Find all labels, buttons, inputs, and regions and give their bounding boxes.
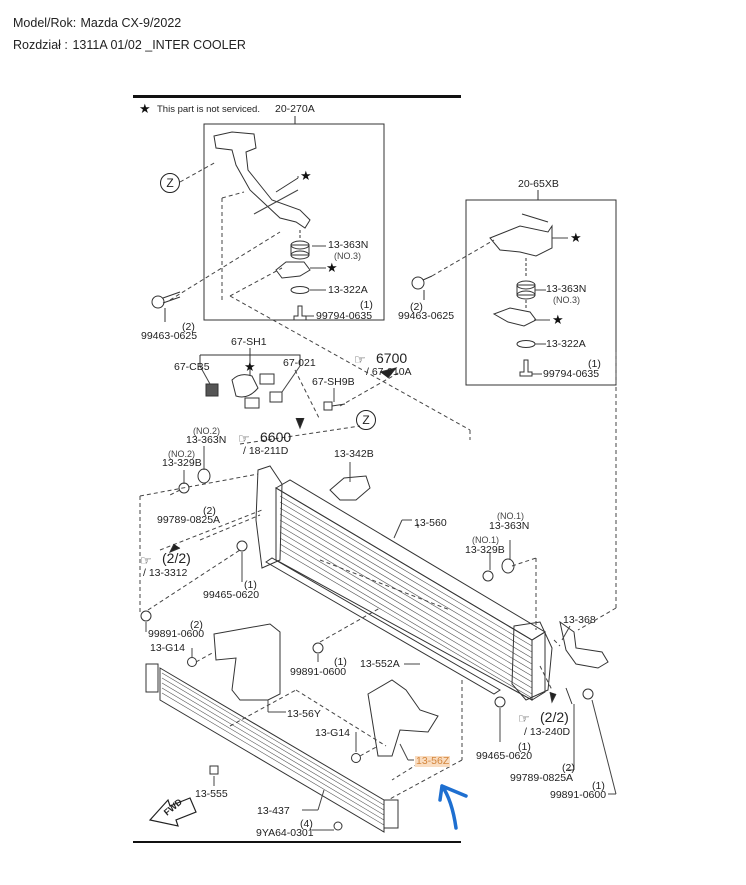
part-label-13-368[interactable]: 13-368 — [563, 614, 596, 626]
part-qty: (2) — [562, 762, 575, 774]
part-label-13-56Z-highlighted[interactable]: 13-56Z — [415, 755, 451, 767]
section-row: Rozdział : 1311A 01/02 _INTER COOLER — [13, 38, 246, 52]
part-label-13-342B[interactable]: 13-342B — [334, 448, 374, 460]
model-key: Model/Rok: — [13, 16, 77, 30]
part-note: (NO.2) — [193, 426, 220, 436]
part-qty: (1) — [592, 780, 605, 792]
part-qty: (4) — [300, 818, 313, 830]
part-label-13-437[interactable]: 13-437 — [257, 805, 290, 817]
part-label-13-363N[interactable]: 13-363N — [328, 239, 369, 251]
part-label-99891-0600[interactable]: 99891-0600 — [550, 789, 607, 801]
part-qty: (1) — [244, 579, 257, 591]
part-label-13-363N[interactable]: 13-363N — [546, 283, 587, 295]
part-label-13-G14[interactable]: 13-G14 — [315, 727, 351, 739]
part-label-99789-0825A[interactable]: 99789-0825A — [157, 514, 221, 526]
part-label-99463-0625[interactable]: 99463-0625 — [141, 330, 198, 342]
hand-pointer-icon: ☞ — [518, 711, 530, 726]
part-label-67-SH1[interactable]: 67-SH1 — [231, 336, 267, 348]
part-label-99463-0625[interactable]: 99463-0625 — [398, 310, 455, 322]
star-icon: ★ — [244, 359, 256, 374]
ref-13-3312[interactable]: / 13-3312 — [143, 567, 188, 579]
part-label-13-322A[interactable]: 13-322A — [546, 338, 586, 350]
part-label-13-329B[interactable]: 13-329B — [465, 544, 505, 556]
part-qty: (2) — [410, 301, 423, 313]
ref-6700-sub[interactable]: / 67-010A — [366, 366, 412, 378]
part-label-99794-0635[interactable]: 99794-0635 — [316, 310, 373, 322]
part-note: (NO.1) — [472, 535, 499, 545]
part-qty: (2) — [182, 321, 195, 333]
section-value: 1311A 01/02 _INTER COOLER — [72, 38, 246, 52]
part-label-99465-0620[interactable]: 99465-0620 — [203, 589, 260, 601]
duct-13-56Z — [367, 679, 439, 757]
part-label-67-021[interactable]: 67-021 — [283, 357, 316, 369]
zone-marker-z: Z — [356, 410, 376, 430]
fwd-arrow — [148, 797, 197, 827]
part-note: (NO.3) — [334, 251, 361, 261]
part-label-99465-0620[interactable]: 99465-0620 — [476, 750, 533, 762]
part-qty: (2) — [203, 505, 216, 517]
part-label-13-56Y[interactable]: 13-56Y — [287, 708, 321, 720]
bottom-rule — [133, 841, 461, 843]
part-qty: (1) — [588, 358, 601, 370]
part-note: (NO.2) — [168, 449, 195, 459]
highlight-arrow — [438, 784, 468, 830]
zone-marker-z: Z — [160, 173, 180, 193]
hand-pointer-icon: ☞ — [354, 352, 366, 367]
ref-6700[interactable]: 6700 — [376, 350, 408, 366]
part-label-99891-0600[interactable]: 99891-0600 — [148, 628, 205, 640]
part-note: (NO.3) — [553, 295, 580, 305]
model-year-row: Model/Rok: Mazda CX-9/2022 — [13, 16, 181, 30]
ref-2-2[interactable]: (2/2) — [162, 550, 191, 566]
ref-6600[interactable]: 6600 — [260, 429, 292, 445]
legend-note: This part is not serviced. — [157, 104, 260, 115]
part-label-13-363N[interactable]: 13-363N — [186, 434, 227, 446]
part-label-99891-0600[interactable]: 99891-0600 — [290, 666, 347, 678]
part-qty: (1) — [360, 299, 373, 311]
part-label-9YA64-0301[interactable]: 9YA64-0301 — [256, 827, 314, 839]
grille-13-437 — [159, 667, 385, 833]
star-icon: ★ — [300, 168, 312, 183]
part-label-13-363N[interactable]: 13-363N — [489, 520, 530, 532]
seal-13-552A — [265, 557, 501, 695]
part-qty: (1) — [518, 741, 531, 753]
part-label-20-65XB[interactable]: 20-65XB — [518, 178, 559, 190]
part-qty: (1) — [334, 656, 347, 668]
part-label-67-SH9B[interactable]: 67-SH9B — [312, 376, 355, 388]
hand-pointer-icon: ☞ — [238, 431, 250, 446]
star-icon: ★ — [139, 101, 151, 116]
top-rule — [133, 95, 461, 98]
section-key: Rozdział : — [13, 38, 68, 52]
ref-6600-sub[interactable]: / 18-211D — [243, 445, 289, 457]
part-qty: (2) — [190, 619, 203, 631]
part-label-13-555[interactable]: 13-555 — [195, 788, 228, 800]
star-icon: ★ — [570, 230, 582, 245]
part-label-13-322A[interactable]: 13-322A — [328, 284, 368, 296]
part-label-13-329B[interactable]: 13-329B — [162, 457, 202, 469]
ref-13-240D[interactable]: / 13-240D — [524, 726, 571, 738]
bracket-20-65XB — [489, 224, 553, 257]
part-label-99794-0635[interactable]: 99794-0635 — [543, 368, 600, 380]
ref-2-2[interactable]: (2/2) — [540, 709, 569, 725]
star-icon: ★ — [552, 312, 564, 327]
star-icon: ★ — [326, 260, 338, 275]
model-value: Mazda CX-9/2022 — [80, 16, 182, 30]
part-note: (NO.1) — [497, 511, 524, 521]
part-label-13-552A[interactable]: 13-552A — [360, 658, 400, 670]
bracket-20-270A — [213, 131, 311, 229]
duct-13-56Y — [213, 623, 281, 701]
assembly-box-20-65XB — [465, 199, 617, 386]
part-label-67-CB5[interactable]: 67-CB5 — [174, 361, 210, 373]
hand-pointer-icon: ☞ — [140, 553, 152, 568]
part-label-13-G14[interactable]: 13-G14 — [150, 642, 186, 654]
part-label-13-560[interactable]: 13-560 — [414, 517, 447, 529]
part-label-20-270A[interactable]: 20-270A — [275, 103, 315, 115]
part-label-99789-0825A[interactable]: 99789-0825A — [510, 772, 574, 784]
